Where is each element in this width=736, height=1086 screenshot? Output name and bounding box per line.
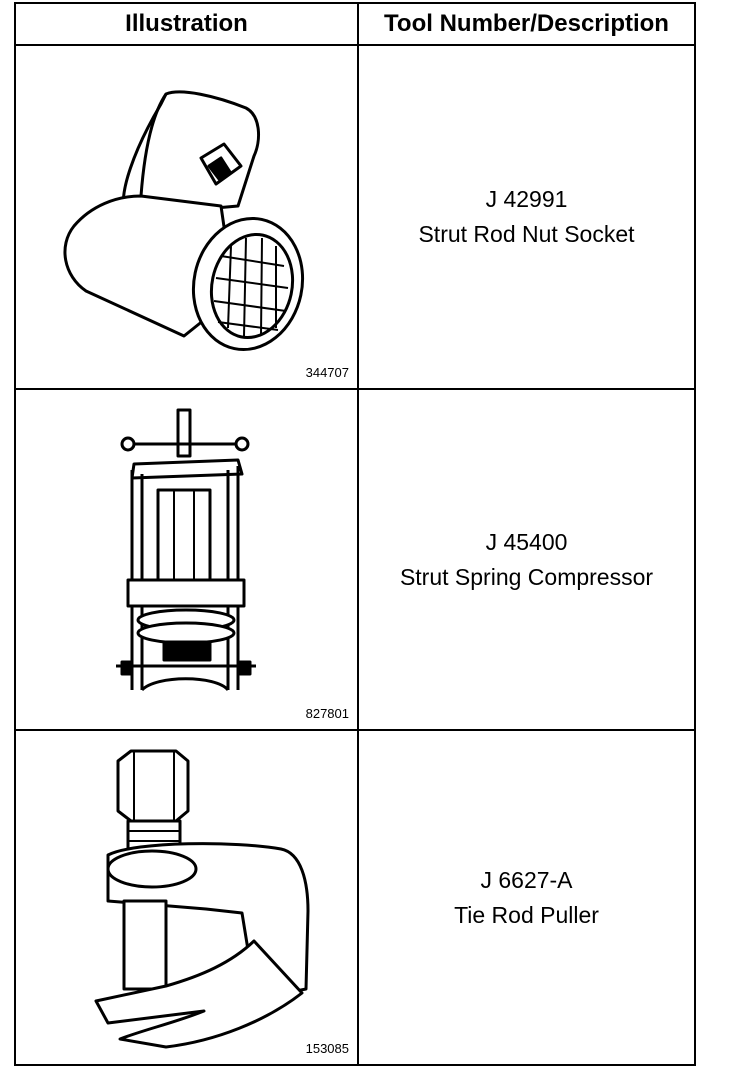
tool-description: Strut Spring Compressor xyxy=(399,563,654,590)
tool-description: Strut Rod Nut Socket xyxy=(418,221,635,247)
tie-rod-puller-illustration xyxy=(94,749,310,1049)
tool-number: J 6627-A xyxy=(480,866,573,893)
table-header-row: Illustration Tool Number/Description xyxy=(16,4,694,46)
column-divider xyxy=(357,4,359,1064)
tool-number: J 42991 xyxy=(485,186,568,212)
description-cell: J 42991 Strut Rod Nut Socket xyxy=(359,46,694,388)
tool-description: Tie Rod Puller xyxy=(454,901,599,928)
table-row: 344707 J 42991 Strut Rod Nut Socket xyxy=(16,46,694,390)
illustration-cell: 827801 xyxy=(16,390,357,729)
table-row: 827801 J 45400 Strut Spring Compressor xyxy=(16,390,694,731)
figure-number: 344707 xyxy=(305,365,349,380)
figure-number: 827801 xyxy=(305,706,349,721)
strut-rod-nut-socket-illustration xyxy=(63,90,305,352)
description-cell: J 6627-A Tie Rod Puller xyxy=(359,731,694,1064)
illustration-cell: 344707 xyxy=(16,46,357,388)
tool-number: J 45400 xyxy=(485,528,568,555)
illustration-cell: 153085 xyxy=(16,731,357,1064)
special-tools-table: Illustration Tool Number/Description 344… xyxy=(14,2,696,1066)
table-row: 153085 J 6627-A Tie Rod Puller xyxy=(16,731,694,1064)
header-illustration: Illustration xyxy=(125,10,248,37)
description-cell: J 45400 Strut Spring Compressor xyxy=(359,390,694,729)
strut-spring-compressor-illustration xyxy=(116,408,256,692)
figure-number: 153085 xyxy=(305,1041,349,1056)
header-tool-number-description: Tool Number/Description xyxy=(384,10,669,37)
